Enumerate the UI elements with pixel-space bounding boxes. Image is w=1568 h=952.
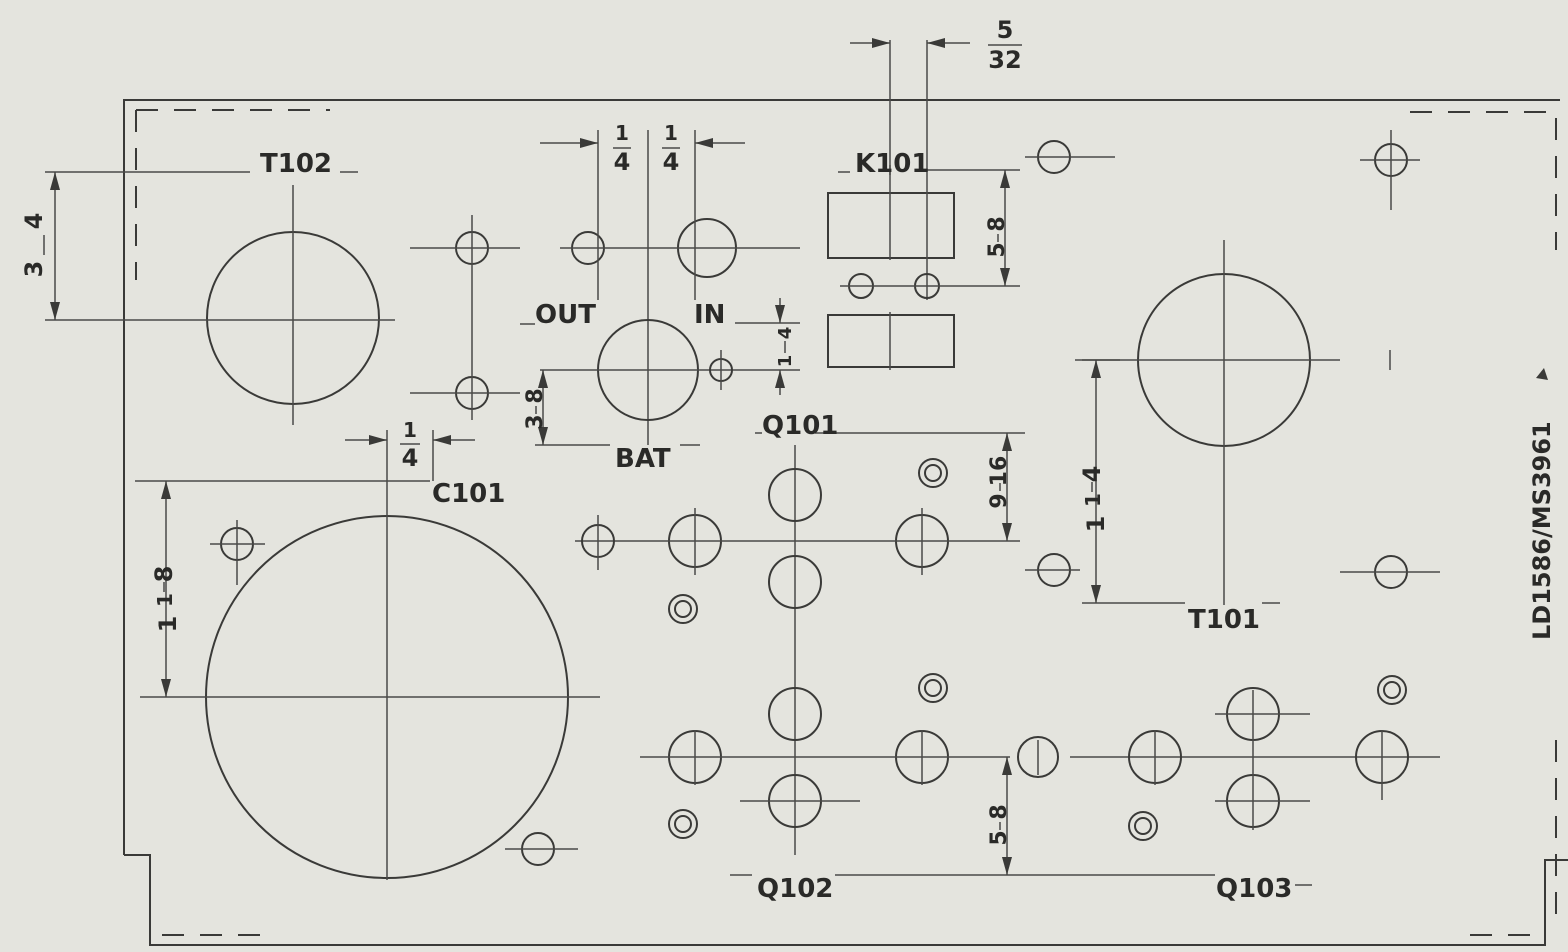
dim-quarter-in-den: 4 (775, 327, 796, 340)
mounting-holes-top (1025, 130, 1420, 210)
k101-component: K101 5 32 5 8 (827, 16, 1022, 370)
dim-quarter-in-num: 1 (775, 355, 796, 368)
dim-one-eighth-num: 1 (153, 593, 177, 607)
t101-component: 1 1 4 T101 (1025, 240, 1440, 635)
q101-label: Q101 (762, 411, 838, 441)
drawing-number-text: LD1586/MS3961 (1528, 421, 1556, 640)
dim-three-eighths-bat: 3 8 (523, 370, 548, 445)
dim-one-quarter-num: 1 (1081, 493, 1105, 507)
q103-label: Q103 (1216, 874, 1292, 904)
dim-one-eighth-whole: 1 (154, 616, 182, 633)
dim-quarter-left-den: 4 (614, 148, 631, 176)
dim-quarter-in: 1 4 (735, 298, 800, 395)
dim-quarter-c-num: 1 (403, 418, 417, 442)
q101-component: Q101 9 16 (575, 411, 1025, 855)
in-label: IN (694, 300, 725, 330)
drawing-number: LD1586/MS3961 (1528, 368, 1556, 640)
dim-one-quarter-whole: 1 (1082, 516, 1110, 533)
panel-outline (123, 99, 1568, 946)
dim-five-eighths-q-num: 5 (987, 830, 1012, 845)
c101-component: 1 4 C101 1 1 8 (135, 418, 600, 880)
dim-quarter-right-den: 4 (663, 148, 680, 176)
t101-label: T101 (1188, 605, 1260, 635)
out-label: OUT (535, 300, 596, 330)
dim-quarter-left-num: 1 (615, 121, 629, 145)
k101-label: K101 (855, 149, 929, 179)
dim-quarter-right-num: 1 (664, 121, 678, 145)
jack-group: 1 4 1 4 OUT IN BAT (520, 121, 800, 474)
dim-three-eighths-den: 8 (523, 388, 548, 403)
dim-one-quarter-den: 4 (1078, 466, 1106, 483)
dim-nine-16-den: 16 (987, 456, 1012, 487)
dim-five-eighths-q-den: 8 (987, 804, 1012, 819)
dim-quarter-c-den: 4 (402, 444, 419, 472)
dim-five-eighths-q: 5 8 (987, 757, 1012, 875)
q102-component: Q102 (640, 673, 1215, 904)
dim-three-quarter-num: 3 (20, 261, 48, 278)
q103-component: Q103 (1017, 675, 1440, 904)
dim-three-eighths-num: 3 (523, 414, 548, 429)
dim-five-32-num: 5 (997, 16, 1014, 44)
c101-label: C101 (432, 479, 505, 509)
dim-three-quarter-den: 4 (20, 213, 48, 230)
dim-nine-16-num: 9 (987, 493, 1012, 508)
bat-label: BAT (615, 444, 671, 474)
t102-label: T102 (260, 149, 332, 179)
q102-label: Q102 (757, 874, 833, 904)
dim-five-eighths-k-num: 5 (985, 242, 1010, 257)
dim-five-32-den: 32 (988, 46, 1021, 74)
dim-five-eighths-k-den: 8 (985, 216, 1010, 231)
t102-component: T102 (45, 149, 520, 425)
dim-one-eighth-den: 8 (150, 566, 178, 583)
dim-three-quarter: 3 4 (20, 172, 60, 320)
